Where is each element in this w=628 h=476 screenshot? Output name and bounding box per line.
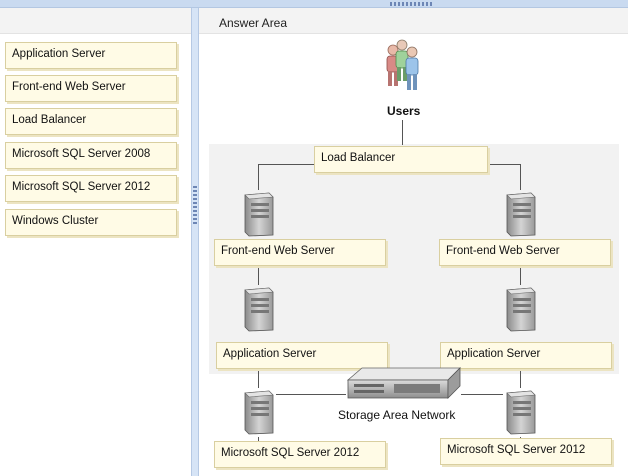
drop-target-app-right[interactable]: Application Server [440,342,612,369]
source-list-header [0,8,192,34]
drop-target-top[interactable]: Load Balancer [314,146,488,173]
users-to-lb-line [402,120,403,145]
source-list-pane: Application Server Front-end Web Server … [0,8,192,476]
answer-area-header: Answer Area [199,8,628,34]
lb-right-h-line [489,164,520,165]
storage-area-network-label: Storage Area Network [338,408,456,422]
source-item-windows-cluster[interactable]: Windows Cluster [5,209,177,236]
lb-right-v-line [520,164,521,190]
vertical-resize-grip[interactable] [193,186,197,226]
answer-area: Users Load Balancer Front-end Web Server… [199,34,628,476]
web-right-server-icon [506,192,536,237]
answer-area-title: Answer Area [219,16,288,30]
users-label: Users [387,104,421,118]
app-right-server-icon [506,287,536,332]
app-left-server-icon [244,287,274,332]
web-right-to-server-line [520,267,521,285]
source-item-front-end-web-server[interactable]: Front-end Web Server [5,75,177,102]
source-item-sql-server-2008[interactable]: Microsoft SQL Server 2008 [5,142,177,169]
storage-area-network-icon [346,367,461,399]
drop-target-web-right[interactable]: Front-end Web Server [439,239,611,266]
drop-target-sql-left[interactable]: Microsoft SQL Server 2012 [214,441,386,468]
lb-left-h-line [258,164,333,165]
pane-splitter[interactable] [191,8,199,476]
source-item-load-balancer[interactable]: Load Balancer [5,108,177,135]
app-right-to-server-line [520,370,521,388]
drop-target-web-left[interactable]: Front-end Web Server [214,239,386,266]
top-toolbar-strip [0,0,628,8]
horizontal-resize-grip[interactable] [390,2,432,6]
drop-target-app-left[interactable]: Application Server [216,342,388,369]
sql-right-server-icon [506,390,536,435]
drop-target-sql-right[interactable]: Microsoft SQL Server 2012 [440,438,612,465]
source-item-sql-server-2012[interactable]: Microsoft SQL Server 2012 [5,175,177,202]
web-left-server-icon [244,192,274,237]
lb-left-v-line [258,164,259,190]
sql-left-to-san-line [276,394,346,395]
san-to-sql-right-line [461,394,503,395]
sql-left-server-to-tile-line [258,437,259,443]
app-left-to-server-line [258,370,259,388]
users-icon [386,39,419,90]
sql-left-server-icon [244,390,274,435]
source-item-application-server[interactable]: Application Server [5,42,177,69]
web-left-to-server-line [258,267,259,285]
